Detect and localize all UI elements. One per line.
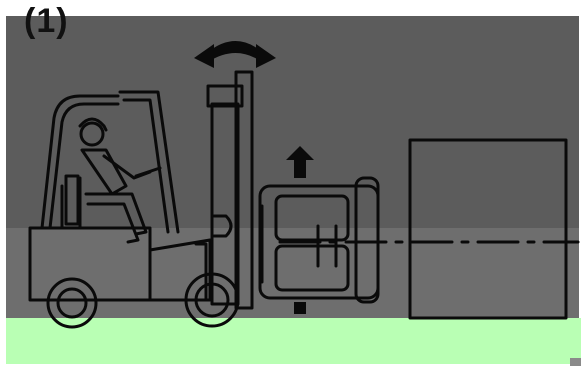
ground-band bbox=[6, 318, 581, 364]
step-label: (1) bbox=[24, 2, 69, 41]
floor-marker bbox=[294, 302, 306, 314]
corner-mark bbox=[570, 358, 581, 366]
